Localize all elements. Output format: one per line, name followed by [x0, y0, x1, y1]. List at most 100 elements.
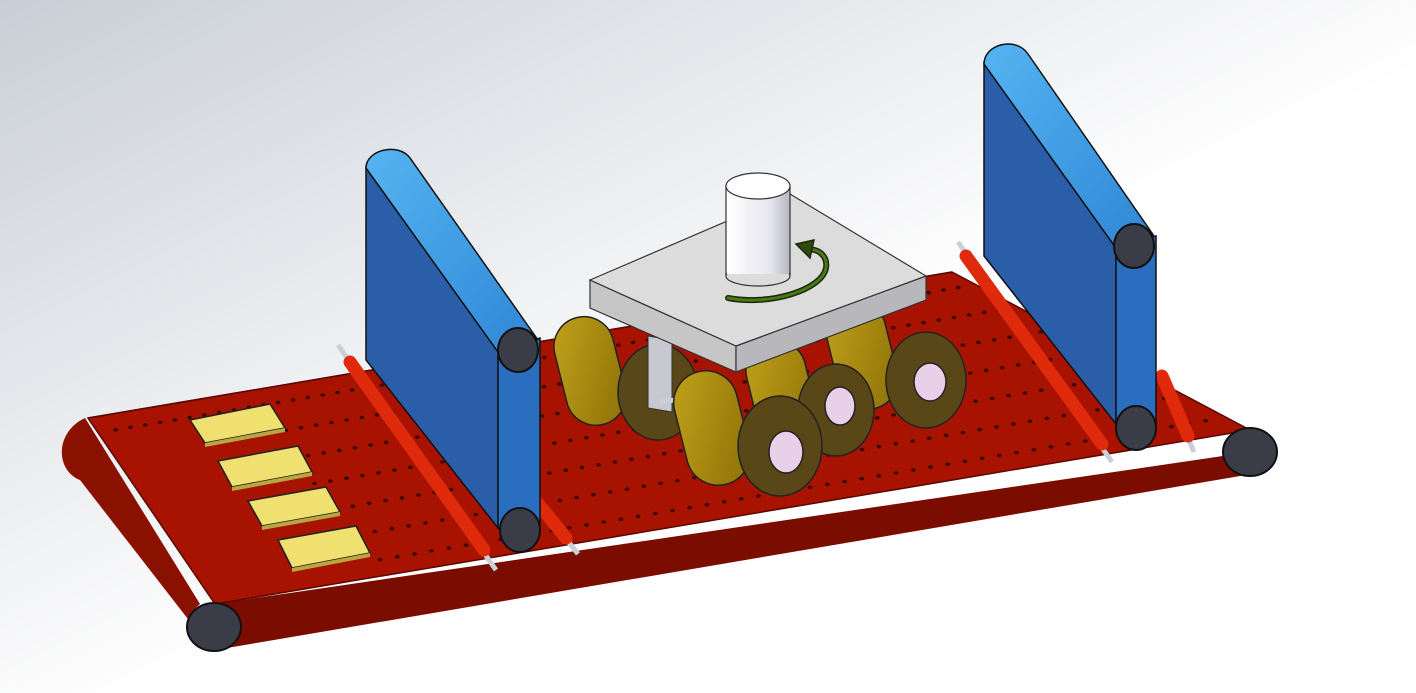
belt-hole	[624, 487, 630, 491]
belt-hole	[1082, 439, 1088, 443]
belt-hole	[691, 475, 697, 480]
belt-hole	[635, 514, 641, 519]
belt-hole	[1038, 330, 1044, 334]
belt-hole	[926, 290, 932, 295]
belt-hole	[290, 398, 296, 402]
belt-hole	[392, 468, 397, 472]
belt-hole	[541, 384, 547, 389]
belt-hole	[1007, 335, 1012, 340]
belt-hole	[1014, 450, 1019, 455]
belt-hole	[128, 425, 133, 430]
belt-hole	[607, 490, 613, 494]
belt-hole	[981, 310, 987, 315]
right-red-rollers	[955, 240, 1197, 464]
wafer	[276, 525, 372, 572]
belt-hole	[383, 498, 388, 503]
belt-hole	[891, 413, 897, 417]
belt-hole	[996, 453, 1002, 458]
conveyor-front-edge	[215, 452, 1252, 650]
belt-hole	[574, 495, 579, 500]
belt-hole	[859, 447, 865, 452]
belt-hole	[591, 492, 596, 497]
belt-hole	[335, 390, 340, 395]
belt-hole	[1015, 363, 1021, 367]
belt-hole	[928, 465, 933, 469]
belt-hole	[1065, 442, 1071, 446]
belt-hole	[394, 555, 400, 559]
conveyor-right-roller	[1222, 427, 1278, 477]
belt-hole	[344, 418, 349, 422]
wafer-stack	[188, 403, 372, 572]
red-roller	[1155, 369, 1195, 443]
belt-hole	[960, 343, 966, 347]
belt-hole	[991, 338, 997, 342]
belt-hole	[157, 420, 163, 425]
belt-hole	[601, 520, 607, 524]
belt-hole	[542, 355, 547, 360]
belt-hole	[876, 444, 882, 449]
belt-hole	[389, 526, 395, 531]
belt-hole	[415, 493, 421, 497]
belt-hole	[921, 320, 926, 325]
belt-hole	[1094, 408, 1100, 412]
belt-hole	[336, 448, 342, 453]
belt-hole	[172, 418, 178, 422]
belt-hole	[566, 526, 572, 530]
belt-hole	[1038, 388, 1044, 393]
belt-hole	[675, 478, 680, 483]
belt-hole	[448, 487, 454, 492]
belt-hole	[312, 481, 317, 486]
belt-hole	[658, 481, 663, 486]
belt-hole	[807, 485, 813, 490]
belt-hole	[446, 546, 452, 550]
belt-hole	[618, 517, 624, 521]
belt-hole	[983, 368, 989, 373]
belt-hole	[439, 460, 445, 464]
belt-hole	[551, 441, 557, 445]
belt-hole	[344, 476, 349, 481]
belt-hole	[989, 396, 995, 401]
belt-hole	[1027, 419, 1033, 424]
belt-hole	[721, 500, 727, 504]
belt-hole	[612, 460, 618, 464]
belt-hole	[1010, 422, 1016, 426]
right-blue-panel	[983, 43, 1157, 451]
belt-hole	[202, 413, 207, 417]
belt-hole	[645, 454, 651, 459]
belt-hole	[406, 524, 411, 528]
belt-hole	[926, 436, 932, 441]
wafer	[188, 403, 287, 447]
belt-hole	[1061, 413, 1067, 418]
belt-hole	[113, 428, 119, 432]
belt-hole	[693, 359, 699, 363]
belt-hole	[876, 474, 882, 478]
belt-hole	[756, 494, 761, 498]
belt-hole	[368, 443, 373, 447]
belt-hole	[383, 440, 389, 445]
belt-hole	[321, 451, 327, 455]
belt-hole	[547, 471, 552, 475]
belt-hole	[738, 497, 744, 501]
belt-hole	[874, 416, 880, 420]
belt-hole	[910, 468, 916, 472]
belt-hole	[893, 442, 899, 446]
belt-hole	[583, 435, 589, 440]
belt-hole	[412, 552, 417, 556]
belt-hole	[1048, 445, 1054, 449]
belt-hole	[187, 415, 193, 420]
belt-hole	[596, 462, 601, 467]
belt-hole	[376, 471, 381, 475]
belt-hole	[557, 498, 563, 503]
belt-hole	[859, 476, 865, 481]
belt-hole	[142, 423, 148, 427]
belt-hole	[584, 523, 589, 527]
belt-hole	[377, 557, 383, 562]
belt-hole	[824, 482, 830, 487]
belt-hole	[955, 285, 961, 290]
conveyor-left-roller	[186, 602, 242, 652]
belt-hole	[1006, 393, 1011, 398]
belt-hole	[329, 420, 334, 425]
belt-hole	[630, 340, 636, 345]
